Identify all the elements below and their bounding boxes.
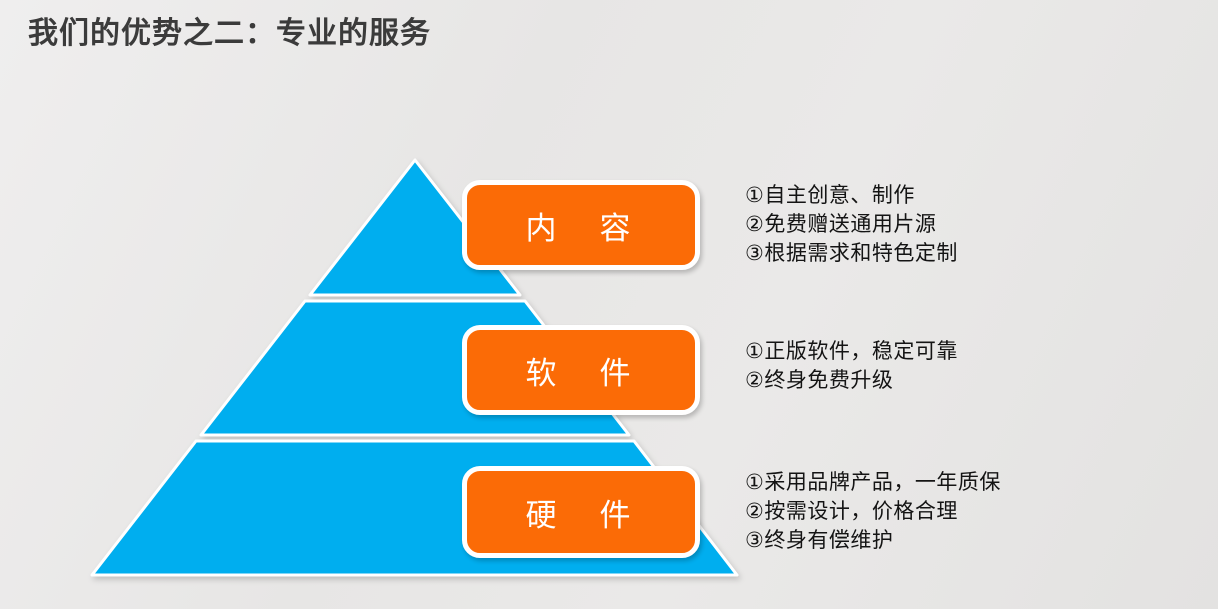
point-hardware-1: ①采用品牌产品，一年质保	[745, 471, 1001, 494]
point-hardware-2: ②按需设计，价格合理	[745, 500, 958, 523]
point-content-3: ③根据需求和特色定制	[745, 242, 958, 265]
label-hardware: 硬 件	[525, 497, 637, 533]
label-content: 内 容	[525, 210, 637, 246]
label-box-content: 内 容	[462, 180, 700, 270]
point-software-1: ①正版软件，稳定可靠	[745, 340, 958, 363]
point-content-2: ②免费赠送通用片源	[745, 213, 937, 236]
point-hardware-3: ③终身有偿维护	[745, 529, 894, 552]
label-box-software: 软 件	[462, 325, 700, 415]
slide-title: 我们的优势之二：专业的服务	[28, 17, 431, 50]
point-content-1: ①自主创意、制作	[745, 184, 915, 207]
point-software-2: ②终身免费升级	[745, 369, 894, 392]
points-list-software: ①正版软件，稳定可靠 ②终身免费升级	[745, 337, 958, 395]
label-software: 软 件	[525, 355, 637, 391]
points-list-content: ①自主创意、制作 ②免费赠送通用片源 ③根据需求和特色定制	[745, 181, 958, 268]
label-box-hardware: 硬 件	[462, 466, 700, 558]
points-list-hardware: ①采用品牌产品，一年质保 ②按需设计，价格合理 ③终身有偿维护	[745, 468, 1001, 555]
